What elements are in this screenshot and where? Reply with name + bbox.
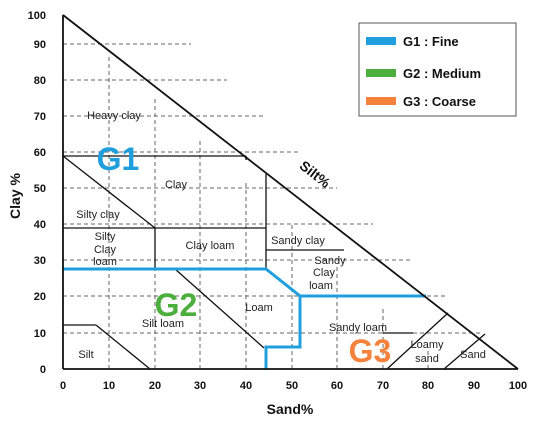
zone-silty-clay: Silty clay: [76, 209, 120, 221]
zone-loam: Loam: [245, 302, 273, 314]
zone-sandy-clay-loam: Sandy: [314, 255, 346, 267]
y-axis-ticks: 0 10 20 30 40 50 60 70 80 90 100: [28, 10, 46, 376]
grid-lines: [63, 43, 482, 369]
zone-silt: Silt: [78, 349, 93, 361]
hypotenuse-axis-title: Silt%: [297, 157, 334, 191]
y-tick: 100: [28, 10, 46, 22]
group-g1-label: G1: [97, 141, 140, 177]
zone-silt-loam: Silt loam: [142, 318, 184, 330]
y-tick: 90: [34, 39, 46, 51]
x-tick: 10: [103, 380, 115, 392]
group-g2-label: G2: [155, 287, 198, 323]
y-tick: 80: [34, 75, 46, 87]
legend: G1 : Fine G2 : Medium G3 : Coarse: [358, 22, 517, 117]
x-tick: 70: [377, 380, 389, 392]
x-tick: 0: [60, 380, 66, 392]
y-tick: 40: [34, 219, 46, 231]
g1-boundary-line: [63, 267, 302, 369]
y-tick: 50: [34, 183, 46, 195]
y-axis-title: Clay %: [7, 172, 23, 218]
zone-silty-clay-loam: loam: [93, 256, 117, 268]
x-tick: 50: [286, 380, 298, 392]
zone-sand: Sand: [460, 349, 486, 361]
legend-swatch-g1: [366, 37, 396, 45]
zone-sandy-clay: Sandy clay: [271, 235, 325, 247]
legend-label-g1: G1 : Fine: [403, 34, 459, 49]
group-boundary: [63, 267, 426, 369]
zone-clay: Clay: [165, 179, 188, 191]
x-tick: 90: [468, 380, 480, 392]
zone-loamy-sand: sand: [415, 353, 439, 365]
x-axis-ticks: 0 10 20 30 40 50 60 70 80 90 100: [60, 380, 527, 392]
y-tick: 10: [34, 328, 46, 340]
x-axis-title: Sand%: [267, 401, 314, 417]
class-boundaries: [62, 155, 486, 370]
zone-clay-loam: Clay loam: [186, 240, 235, 252]
zone-silty-clay-loam: Silty: [95, 231, 116, 243]
legend-swatch-g2: [366, 69, 396, 77]
y-tick: 30: [34, 255, 46, 267]
y-tick: 0: [40, 364, 46, 376]
legend-swatch-g3: [366, 97, 396, 105]
x-tick: 30: [194, 380, 206, 392]
x-tick: 60: [331, 380, 343, 392]
triangle-outline: [62, 14, 519, 370]
group-g3-label: G3: [349, 333, 392, 369]
legend-label-g2: G2 : Medium: [403, 66, 481, 81]
zone-sandy-loam: Sandy loam: [329, 322, 387, 334]
zone-sandy-clay-loam: loam: [309, 280, 333, 292]
x-tick: 20: [149, 380, 161, 392]
zone-heavy-clay: Heavy clay: [87, 110, 141, 122]
zone-loamy-sand: Loamy: [410, 339, 444, 351]
x-tick: 40: [240, 380, 252, 392]
legend-label-g3: G3 : Coarse: [403, 94, 476, 109]
y-tick: 70: [34, 111, 46, 123]
y-tick: 20: [34, 291, 46, 303]
x-tick: 100: [509, 380, 527, 392]
zone-labels: Heavy clay Clay Silty clay Silty Clay lo…: [76, 110, 486, 365]
x-tick: 80: [422, 380, 434, 392]
zone-silty-clay-loam: Clay: [94, 244, 117, 256]
y-tick: 60: [34, 147, 46, 159]
zone-sandy-clay-loam: Clay: [313, 267, 336, 279]
